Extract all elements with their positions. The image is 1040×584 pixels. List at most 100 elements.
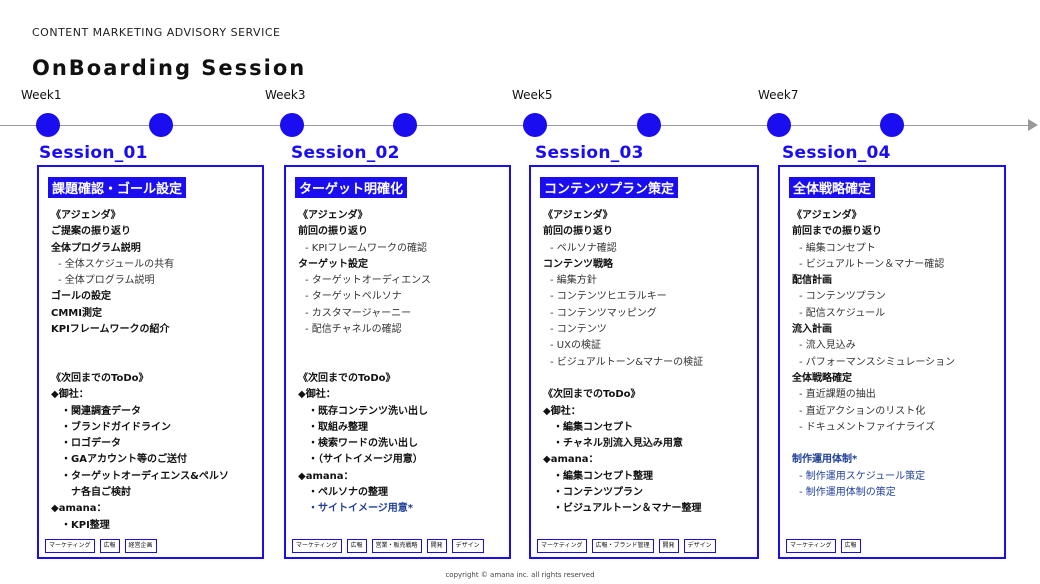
agenda-line: 《次回までのToDo》 bbox=[51, 372, 149, 384]
card-heading: 課題確認・ゴール設定 bbox=[48, 177, 187, 198]
agenda-line: - コンテンツマッピング bbox=[550, 307, 657, 319]
agenda-line: - ペルソナ確認 bbox=[550, 242, 617, 254]
timeline-dot bbox=[280, 113, 304, 137]
agenda-line: 制作運用体制* bbox=[792, 454, 858, 466]
agenda-line: CMMI測定 bbox=[51, 307, 102, 319]
agenda-line: 流入計画 bbox=[792, 324, 832, 336]
session-title-03: Session_03 bbox=[535, 143, 644, 163]
agenda-line: ◆御社： bbox=[543, 405, 581, 417]
agenda-line: - ビジュアルトーン&マナーの検証 bbox=[550, 356, 704, 368]
department-tag: 広報・ブランド管理 bbox=[591, 539, 654, 553]
agenda-line: - KPIフレームワークの確認 bbox=[305, 242, 428, 254]
agenda-line: 《次回までのToDo》 bbox=[543, 389, 641, 401]
page-title: OnBoarding Session bbox=[32, 56, 307, 80]
agenda-line: ◆amana： bbox=[51, 503, 107, 515]
timeline-dot bbox=[36, 113, 60, 137]
agenda-line: ・コンテンツプラン bbox=[553, 487, 643, 499]
department-tag: マーケティング bbox=[786, 539, 836, 553]
timeline-dot bbox=[149, 113, 173, 137]
department-tag: マーケティング bbox=[292, 539, 342, 553]
agenda-line: - コンテンツ bbox=[550, 324, 607, 336]
timeline-arrow bbox=[1028, 119, 1038, 131]
service-label: CONTENT MARKETING ADVISORY SERVICE bbox=[32, 26, 281, 39]
agenda-line: ご提案の振り返り bbox=[51, 226, 131, 238]
agenda-line: ナ各自ご検討 bbox=[61, 487, 131, 499]
agenda-line: ・サイトイメージ用意* bbox=[308, 503, 414, 515]
agenda-line: - 編集コンセプト bbox=[799, 242, 876, 254]
agenda-line: - 直近課題の抽出 bbox=[799, 389, 876, 401]
agenda-line: 全体戦略確定 bbox=[792, 372, 852, 384]
spacer bbox=[51, 355, 256, 371]
department-tag: デザイン bbox=[683, 539, 716, 553]
department-tag: 開発 bbox=[426, 539, 447, 553]
agenda-line: ・GAアカウント等のご送付 bbox=[61, 454, 187, 466]
spacer bbox=[298, 355, 503, 371]
tag-list: マーケティング広報・ブランド管理開発デザイン bbox=[537, 539, 716, 553]
timeline bbox=[0, 125, 1032, 126]
department-tag: 広報 bbox=[840, 539, 861, 553]
department-tag: マーケティング bbox=[537, 539, 587, 553]
tag-list: マーケティング広報営業・販売戦略開発デザイン bbox=[292, 539, 484, 553]
agenda-line: ・ビジュアルトーン＆マナー整理 bbox=[553, 503, 702, 515]
session-title-02: Session_02 bbox=[291, 143, 400, 163]
timeline-dot bbox=[523, 113, 547, 137]
timeline-dot bbox=[767, 113, 791, 137]
agenda-line: - 配信スケジュール bbox=[799, 307, 886, 319]
agenda-line: - 制作運用スケジュール策定 bbox=[799, 470, 926, 482]
session-card-04: 全体戦略確定 《アジェンダ》前回までの振り返り - 編集コンセプト - ビジュアルト… bbox=[778, 165, 1006, 559]
agenda-line: ◆amana： bbox=[298, 470, 354, 482]
department-tag: マーケティング bbox=[45, 539, 95, 553]
agenda-line: - パフォーマンスシミュレーション bbox=[799, 356, 956, 368]
card-content: 《アジェンダ》前回までの振り返り - 編集コンセプト - ビジュアルトーン＆マナー確… bbox=[792, 208, 998, 501]
agenda-line: - コンテンツヒエラルキー bbox=[550, 291, 667, 303]
agenda-line: - コンテンツプラン bbox=[799, 291, 886, 303]
week-label-3: Week3 bbox=[265, 88, 306, 102]
department-tag: 広報 bbox=[99, 539, 120, 553]
department-tag: 広報 bbox=[346, 539, 367, 553]
agenda-line: ◆amana： bbox=[543, 454, 599, 466]
spacer bbox=[543, 371, 751, 387]
agenda-line: ・（サイトイメージ用意） bbox=[308, 454, 423, 466]
week-label-5: Week5 bbox=[512, 88, 553, 102]
session-title-04: Session_04 bbox=[782, 143, 891, 163]
tag-list: マーケティング広報 bbox=[786, 539, 861, 553]
agenda-line: 前回までの振り返り bbox=[792, 226, 882, 238]
agenda-line: - ビジュアルトーン＆マナー確認 bbox=[799, 258, 945, 270]
agenda-line: - UXの検証 bbox=[550, 340, 601, 352]
agenda-line: ・関連調査データ bbox=[61, 405, 141, 417]
week-label-7: Week7 bbox=[758, 88, 799, 102]
agenda-line: ・ターゲットオーディエンス&ペルソ bbox=[61, 470, 229, 482]
agenda-line: - ドキュメントファイナライズ bbox=[799, 421, 936, 433]
timeline-dot bbox=[880, 113, 904, 137]
card-content: 《アジェンダ》前回の振り返り- KPIフレームワークの確認ターゲット設定- ター… bbox=[298, 208, 503, 518]
spacer bbox=[51, 338, 256, 354]
agenda-line: - 流入見込み bbox=[799, 340, 856, 352]
card-content: 《アジェンダ》ご提案の振り返り全体プログラム説明- 全体スケジュールの共有- 全… bbox=[51, 208, 256, 534]
week-label-1: Week1 bbox=[21, 88, 62, 102]
agenda-line: 《アジェンダ》 bbox=[543, 210, 613, 221]
tag-list: マーケティング広報経営企画 bbox=[45, 539, 157, 553]
agenda-line: ・ペルソナの整理 bbox=[308, 487, 388, 499]
agenda-line: ・ブランドガイドライン bbox=[61, 421, 171, 433]
department-tag: 経営企画 bbox=[124, 539, 157, 553]
agenda-line: ・編集コンセプト bbox=[553, 421, 633, 433]
timeline-dot bbox=[637, 113, 661, 137]
agenda-line: KPIフレームワークの紹介 bbox=[51, 324, 170, 336]
agenda-line: ・編集コンセプト整理 bbox=[553, 470, 653, 482]
agenda-line: ◆御社： bbox=[51, 389, 89, 401]
agenda-line: - 全体プログラム説明 bbox=[58, 275, 155, 287]
agenda-line: - ターゲットペルソナ bbox=[305, 291, 402, 303]
agenda-line: ゴールの設定 bbox=[51, 291, 111, 303]
agenda-line: ・取組み整理 bbox=[308, 421, 368, 433]
department-tag: 開発 bbox=[658, 539, 679, 553]
agenda-line: 《アジェンダ》 bbox=[792, 210, 862, 221]
agenda-line: ・チャネル別流入見込み用意 bbox=[553, 438, 683, 450]
agenda-line: 《アジェンダ》 bbox=[51, 210, 121, 221]
agenda-line: ・既存コンテンツ洗い出し bbox=[308, 405, 428, 417]
department-tag: デザイン bbox=[451, 539, 484, 553]
session-card-02: ターゲット明確化 《アジェンダ》前回の振り返り- KPIフレームワークの確認ター… bbox=[284, 165, 511, 559]
card-heading: ターゲット明確化 bbox=[295, 177, 408, 198]
agenda-line: 前回の振り返り bbox=[543, 226, 613, 238]
agenda-line: - 制作運用体制の策定 bbox=[799, 487, 896, 499]
agenda-line: - ターゲットオーディエンス bbox=[305, 275, 431, 287]
